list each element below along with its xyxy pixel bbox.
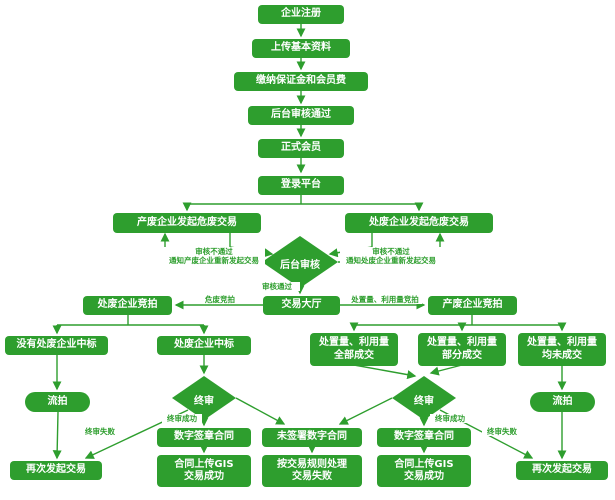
node-rule-fail: 按交易规则处理 交易失败 — [262, 455, 362, 487]
node-upload-info: 上传基本资料 — [252, 39, 350, 58]
edge-part-deal-final — [429, 364, 463, 376]
node-pay-deposit: 缴纳保证金和会员费 — [234, 72, 368, 91]
node-login-platform: 登录平台 — [258, 176, 344, 195]
node-sign-contract-right: 数字签章合同 — [377, 428, 471, 447]
edge-label-final-ok-right: 终审成功 — [430, 414, 470, 424]
node-backend-pass: 后台审核通过 — [248, 106, 354, 125]
node-unsigned-contract: 未签署数字合同 — [262, 428, 362, 447]
edge-label-final-ok-left: 终审成功 — [162, 414, 202, 424]
node-no-winner: 没有处废企业中标 — [5, 336, 108, 355]
node-enterprise-register: 企业注册 — [258, 5, 344, 24]
diamond-backend-review — [262, 236, 338, 288]
node-winner: 处废企业中标 — [157, 336, 251, 355]
diamond-final-review-right — [392, 376, 456, 420]
edge-final-right-unsigned — [338, 397, 393, 425]
node-retry-right: 再次发起交易 — [516, 461, 608, 480]
edge-all-deal-final — [353, 364, 417, 380]
node-fail-auction-left: 流拍 — [25, 392, 90, 412]
edge-label-pass: 审核通过 — [254, 282, 300, 292]
diamond-final-review-left — [172, 376, 236, 420]
node-gis-success-right: 合同上传GIS 交易成功 — [377, 455, 471, 487]
edge-label-reject-right: 审核不通过 通知处废企业重新发起交易 — [340, 247, 442, 266]
edge-label-bid-right: 处置量、利用量竞拍 — [348, 295, 422, 305]
edge-label-final-fail-left: 终审失败 — [80, 427, 120, 437]
node-gis-success-left: 合同上传GIS 交易成功 — [157, 455, 251, 487]
edge-login-split — [187, 195, 419, 205]
edge-fail-retry-left — [52, 411, 62, 460]
node-trade-hall: 交易大厅 — [263, 296, 340, 315]
node-retry-left: 再次发起交易 — [10, 461, 102, 480]
label-final-review-left: 终审 — [194, 396, 214, 407]
node-official-member: 正式会员 — [258, 139, 344, 158]
node-dispose-bid: 处废企业竞拍 — [83, 296, 172, 315]
edge-final-left-unsigned — [235, 397, 286, 425]
node-sign-contract-left: 数字签章合同 — [157, 428, 251, 447]
edge-dispose-bid-split — [57, 315, 204, 326]
edge-label-final-fail-right: 终审失败 — [482, 427, 522, 437]
label-final-review-right: 终审 — [414, 396, 434, 407]
node-part-deal: 处置量、利用量 部分成交 — [418, 333, 506, 366]
node-dispose-initiate: 处废企业发起危废交易 — [345, 213, 493, 233]
node-produce-bid: 产废企业竞拍 — [428, 296, 517, 315]
node-produce-initiate: 产废企业发起危废交易 — [113, 213, 261, 233]
label-backend-review: 后台审核 — [280, 260, 320, 271]
edge-produce-bid-split — [354, 315, 562, 326]
edge-label-reject-left: 审核不通过 通知产废企业重新发起交易 — [163, 247, 265, 266]
edge-label-bid-left: 危废竞拍 — [192, 295, 248, 305]
node-fail-auction-right: 流拍 — [530, 392, 595, 412]
node-all-deal: 处置量、利用量 全部成交 — [310, 333, 398, 366]
node-none-deal: 处置量、利用量 均未成交 — [518, 333, 606, 366]
